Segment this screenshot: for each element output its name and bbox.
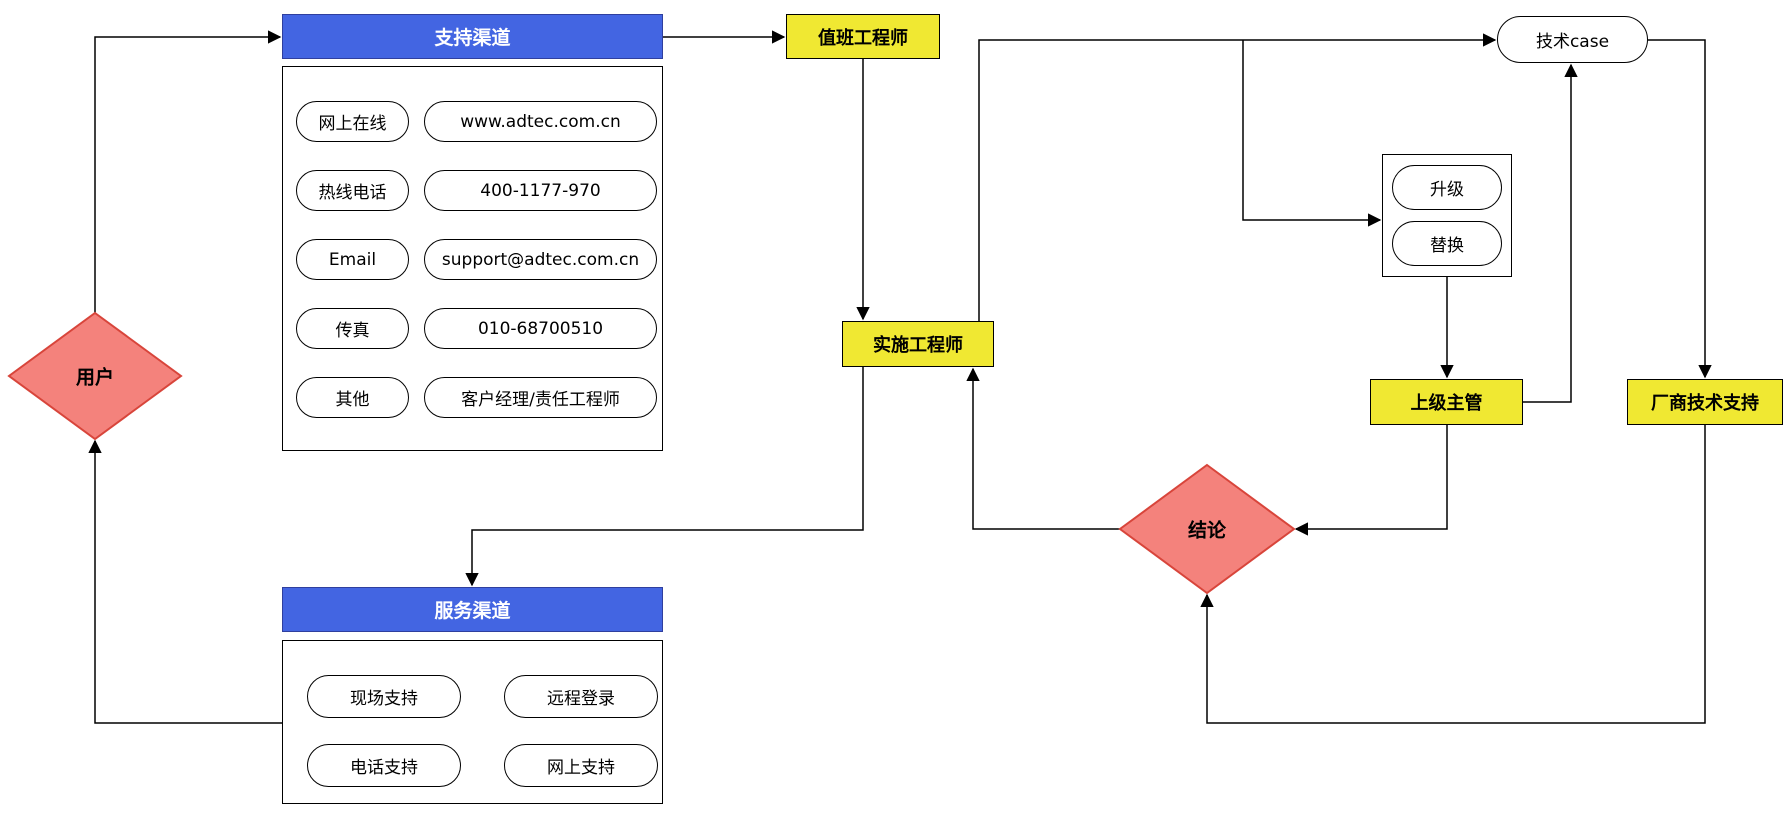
connector-conclusion-to-implementation-engineer: [966, 367, 1120, 530]
service-item-pill: 网上支持: [504, 744, 658, 787]
channel-value-pill: 客户经理/责任工程师: [424, 377, 657, 418]
channel-type-label: 网上在线: [318, 114, 387, 134]
channel-value-label: 400-1177-970: [480, 180, 601, 201]
channel-row-hotline: 热线电话 400-1177-970: [283, 170, 662, 211]
connector-implementation-engineer-to-tech-case: [978, 33, 1497, 321]
service-item-pill: 远程登录: [504, 675, 658, 718]
connector-user-to-support-channel: [94, 30, 282, 313]
vendor-support-label: 厂商技术支持: [1651, 393, 1759, 414]
channel-value-label: 客户经理/责任工程师: [461, 390, 620, 410]
channel-value-label: support@adtec.com.cn: [441, 249, 640, 270]
channel-value-pill: 010-68700510: [424, 308, 657, 349]
duty-engineer-node: 值班工程师: [786, 14, 940, 59]
service-channel-panel: 现场支持 远程登录 电话支持 网上支持: [282, 640, 663, 804]
channel-type-label: Email: [328, 249, 377, 270]
connector-implementation-engineer-to-service-channel: [465, 367, 864, 587]
service-row: 电话支持 网上支持: [283, 744, 662, 787]
connector-supervisor-to-tech-case: [1523, 63, 1578, 403]
conclusion-node-label: 结论: [1187, 519, 1227, 542]
service-item-label: 网上支持: [547, 758, 615, 778]
service-item-label: 现场支持: [350, 689, 418, 709]
support-channel-header: 支持渠道: [282, 14, 663, 59]
channel-row-other: 其他 客户经理/责任工程师: [283, 377, 662, 418]
support-channel-panel: 网上在线 www.adtec.com.cn 热线电话 400-1177-970 …: [282, 66, 663, 451]
channel-value-pill: support@adtec.com.cn: [424, 239, 657, 280]
channel-type-pill: 网上在线: [296, 101, 409, 142]
channel-type-label: 热线电话: [318, 183, 387, 203]
service-item-label: 电话支持: [350, 758, 418, 778]
connector-tech-case-to-vendor-support: [1648, 39, 1712, 379]
service-item-pill: 电话支持: [307, 744, 461, 787]
service-item-pill: 现场支持: [307, 675, 461, 718]
implementation-engineer-label: 实施工程师: [873, 335, 963, 356]
connector-service-channel-to-user: [88, 439, 282, 724]
channel-type-label: 其他: [335, 390, 370, 410]
channel-value-pill: 400-1177-970: [424, 170, 657, 211]
channel-value-label: 010-68700510: [477, 318, 604, 339]
channel-type-label: 传真: [335, 321, 370, 341]
vendor-support-node: 厂商技术支持: [1627, 379, 1783, 425]
channel-row-email: Email support@adtec.com.cn: [283, 239, 662, 280]
tech-case-node: 技术case: [1497, 16, 1648, 63]
channel-type-pill: 热线电话: [296, 170, 409, 211]
implementation-engineer-node: 实施工程师: [842, 321, 994, 367]
service-channel-title: 服务渠道: [434, 600, 511, 622]
user-diamond-shape: [7, 311, 183, 441]
supervisor-node: 上级主管: [1370, 379, 1523, 425]
tech-case-label: 技术case: [1535, 32, 1610, 52]
duty-engineer-label: 值班工程师: [818, 27, 908, 49]
connector-branch-to-escalation-panel: [1242, 40, 1382, 227]
service-item-label: 远程登录: [547, 689, 615, 709]
channel-type-pill: 传真: [296, 308, 409, 349]
service-channel-header: 服务渠道: [282, 587, 663, 632]
conclusion-diamond-shape: [1118, 463, 1296, 595]
channel-row-online: 网上在线 www.adtec.com.cn: [283, 101, 662, 142]
channel-value-label: www.adtec.com.cn: [460, 111, 621, 132]
service-row: 现场支持 远程登录: [283, 675, 662, 718]
escalation-option-replace-pill: 替换: [1392, 220, 1502, 266]
channel-row-fax: 传真 010-68700510: [283, 308, 662, 349]
connector-supervisor-to-conclusion: [1294, 425, 1448, 536]
escalation-panel: 升级 替换: [1382, 154, 1512, 277]
channel-value-pill: www.adtec.com.cn: [424, 101, 657, 142]
user-node-label: 用户: [75, 366, 115, 389]
supervisor-label: 上级主管: [1410, 393, 1483, 414]
support-channel-title: 支持渠道: [434, 27, 511, 49]
channel-type-pill: 其他: [296, 377, 409, 418]
escalation-option-label: 升级: [1430, 180, 1464, 201]
channel-type-pill: Email: [296, 239, 409, 280]
escalation-option-upgrade-pill: 升级: [1392, 165, 1502, 211]
connector-vendor-support-to-conclusion: [1200, 425, 1706, 724]
escalation-option-label: 替换: [1430, 235, 1464, 256]
